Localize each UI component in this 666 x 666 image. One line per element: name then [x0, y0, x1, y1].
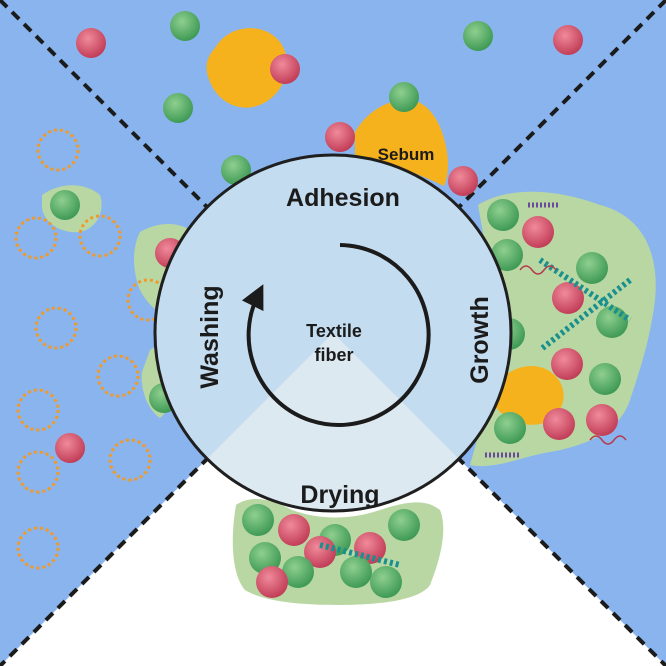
bacterium-green — [242, 504, 274, 536]
bacterium-green — [576, 252, 608, 284]
sebum-blob — [494, 365, 564, 425]
bacterium-green — [170, 11, 200, 41]
bacterium-red — [553, 25, 583, 55]
bacterium-green — [249, 542, 281, 574]
micelle — [36, 128, 80, 172]
label-drying: Drying — [300, 481, 379, 509]
bacterium-red — [552, 282, 584, 314]
bacterium-red — [325, 122, 355, 152]
label-adhesion: Adhesion — [286, 184, 400, 212]
edna-wave — [589, 435, 627, 445]
bacterium-red — [448, 166, 478, 196]
micelle — [14, 216, 58, 260]
bacterium-green — [487, 199, 519, 231]
sebum-blob — [355, 99, 448, 186]
bacterium-red — [55, 433, 85, 463]
bacterium-red — [522, 216, 554, 248]
adhesion-region: Sebum — [76, 11, 583, 196]
cycle-arrow-icon — [241, 243, 431, 427]
bacterium-green — [282, 556, 314, 588]
bacterium-red — [76, 28, 106, 58]
bacterium-green — [491, 239, 523, 271]
drying-wedge — [207, 333, 459, 512]
center-label-line2: fiber — [314, 345, 353, 365]
micelle — [16, 526, 60, 570]
bacterium-red — [256, 566, 288, 598]
bacterium-green — [370, 566, 402, 598]
bacterium-green — [596, 306, 628, 338]
drying-biofilm — [232, 498, 444, 605]
bacterium-green — [163, 93, 193, 123]
micelle — [16, 388, 60, 432]
textile-fiber-circle: Adhesion Drying Growth Washing Textile f… — [153, 153, 513, 513]
sebum-label: Sebum — [378, 145, 435, 164]
bacterium-green — [388, 509, 420, 541]
edna-wave — [519, 265, 557, 275]
bacterium-green — [50, 190, 80, 220]
bacterium-red — [278, 514, 310, 546]
fiber-disc-outline — [153, 153, 513, 513]
label-growth: Growth — [466, 296, 494, 384]
bacterium-red — [586, 404, 618, 436]
bacterium-red — [270, 54, 300, 84]
micelle — [108, 438, 152, 482]
growth-biofilm — [470, 191, 656, 467]
bacterium-red — [551, 348, 583, 380]
bacterium-green — [463, 21, 493, 51]
micelle — [16, 450, 60, 494]
micelle — [96, 354, 140, 398]
sebum-blob — [206, 28, 288, 108]
bacterium-green — [589, 363, 621, 395]
micelle — [78, 214, 122, 258]
bacterium-green — [389, 82, 419, 112]
dna-strand — [319, 542, 401, 568]
bacterium-green — [340, 556, 372, 588]
dna-strand — [538, 257, 632, 323]
micelle — [34, 306, 78, 350]
bacterium-red — [543, 408, 575, 440]
dna-strand — [538, 277, 632, 353]
label-washing: Washing — [196, 285, 224, 388]
center-label-line1: Textile — [306, 321, 362, 341]
bacterium-green — [494, 412, 526, 444]
